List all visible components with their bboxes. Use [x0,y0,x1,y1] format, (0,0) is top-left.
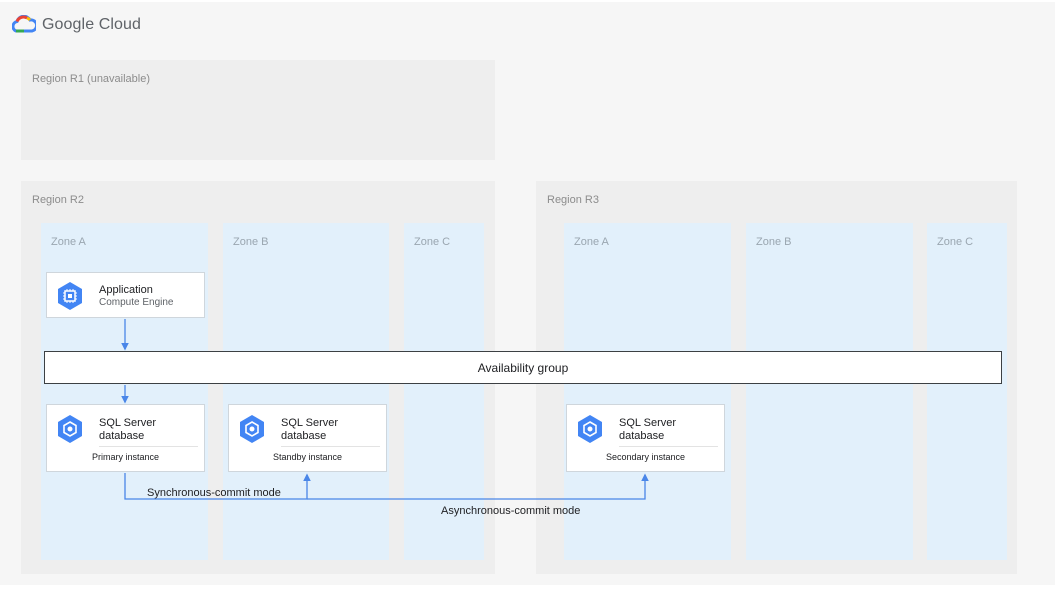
region-label: Region R1 (unavailable) [32,73,151,85]
application-card[interactable]: Application Compute Engine [46,272,205,318]
database-title-line1: SQL Server [619,417,677,429]
sql-database-icon [578,415,602,443]
region-r1: Region R1 (unavailable) [21,60,495,160]
async-commit-label: Asynchronous-commit mode [441,505,581,517]
availability-group-label: Availability group [477,360,569,375]
database-title-line1: SQL Server [99,417,157,429]
logo-text: Google Cloud [42,16,142,33]
secondary-database-card[interactable]: SQL Server database Secondary instance [566,404,725,472]
availability-group[interactable]: Availability group [44,351,1002,384]
sync-commit-connector [124,473,311,500]
zone-label: Zone A [574,236,609,248]
google-cloud-icon [12,15,36,33]
region-r3-zone-a: Zone A [564,223,731,560]
sql-database-icon [58,415,82,443]
card-divider [99,446,198,447]
database-role: Secondary instance [605,452,686,462]
region-label: Region R3 [547,194,599,206]
database-title-line2: database [619,430,665,442]
application-subtitle: Compute Engine [99,297,174,308]
primary-database-card[interactable]: SQL Server database Primary instance [46,404,205,472]
database-title-line2: database [99,430,145,442]
region-r2-zone-c: Zone C [404,223,484,560]
database-role: Standby instance [272,452,343,462]
application-title: Application [99,284,153,296]
region-r3-zone-b: Zone B [746,223,913,560]
compute-engine-icon [58,282,82,310]
database-title-line2: database [281,430,327,442]
database-role: Primary instance [91,452,160,462]
async-commit-connector [307,473,649,500]
sql-database-icon [240,415,264,443]
card-divider [281,446,380,447]
card-divider [619,446,718,447]
google-cloud-logo: Google Cloud [12,14,141,36]
sync-commit-label: Synchronous-commit mode [147,487,281,499]
region-label: Region R2 [32,194,84,206]
standby-database-card[interactable]: SQL Server database Standby instance [228,404,387,472]
database-title-line1: SQL Server [281,417,339,429]
zone-label: Zone C [414,236,451,248]
zone-label: Zone C [937,236,974,248]
region-r2-zone-b: Zone B [223,223,389,560]
zone-label: Zone A [51,236,86,248]
zone-label: Zone B [756,236,792,248]
region-r3-zone-c: Zone C [927,223,1007,560]
zone-label: Zone B [233,236,269,248]
